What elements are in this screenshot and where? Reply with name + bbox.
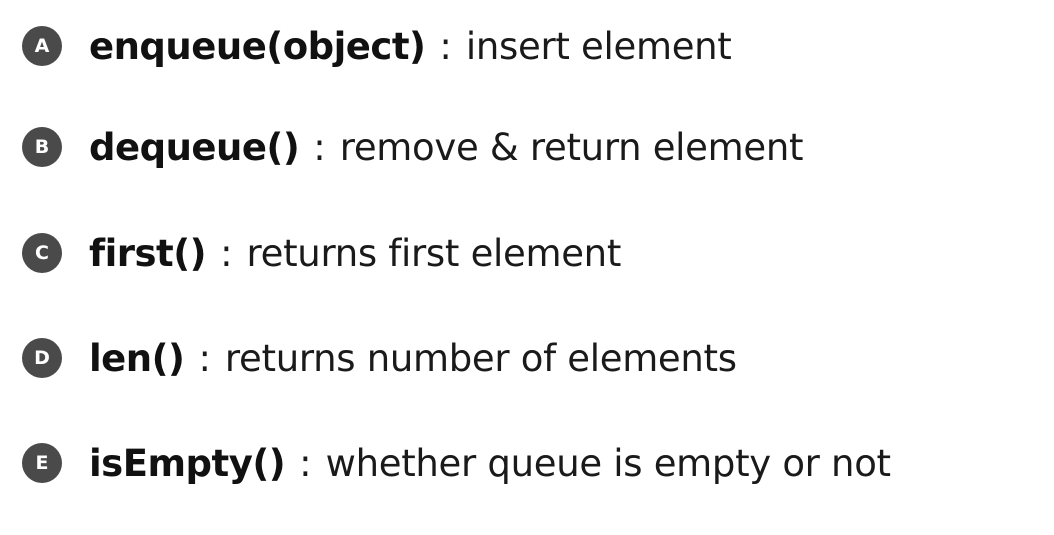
separator: :: [220, 231, 233, 275]
separator: :: [439, 24, 452, 68]
separator: :: [313, 125, 326, 169]
separator: :: [198, 336, 211, 380]
letter-badge: B: [22, 127, 62, 167]
letter-badge: A: [22, 26, 62, 66]
separator: :: [299, 441, 312, 485]
list-item-len: D len() : returns number of elements: [22, 326, 737, 390]
method-name: len(): [89, 336, 185, 380]
method-name: dequeue(): [89, 125, 300, 169]
method-name: first(): [89, 231, 207, 275]
method-name: enqueue(object): [89, 24, 426, 68]
method-description: insert element: [465, 24, 732, 68]
method-description: remove & return element: [339, 125, 804, 169]
letter-badge: E: [22, 443, 62, 483]
letter-badge: D: [22, 338, 62, 378]
list-item-dequeue: B dequeue() : remove & return element: [22, 115, 803, 179]
list-item-enqueue: A enqueue(object) : insert element: [22, 14, 732, 78]
method-description: returns first element: [246, 231, 622, 275]
method-description: whether queue is empty or not: [325, 441, 891, 485]
method-description: returns number of elements: [224, 336, 737, 380]
list-item-first: C first() : returns first element: [22, 221, 621, 285]
letter-badge: C: [22, 233, 62, 273]
list-item-isempty: E isEmpty() : whether queue is empty or …: [22, 431, 891, 495]
method-name: isEmpty(): [89, 441, 286, 485]
